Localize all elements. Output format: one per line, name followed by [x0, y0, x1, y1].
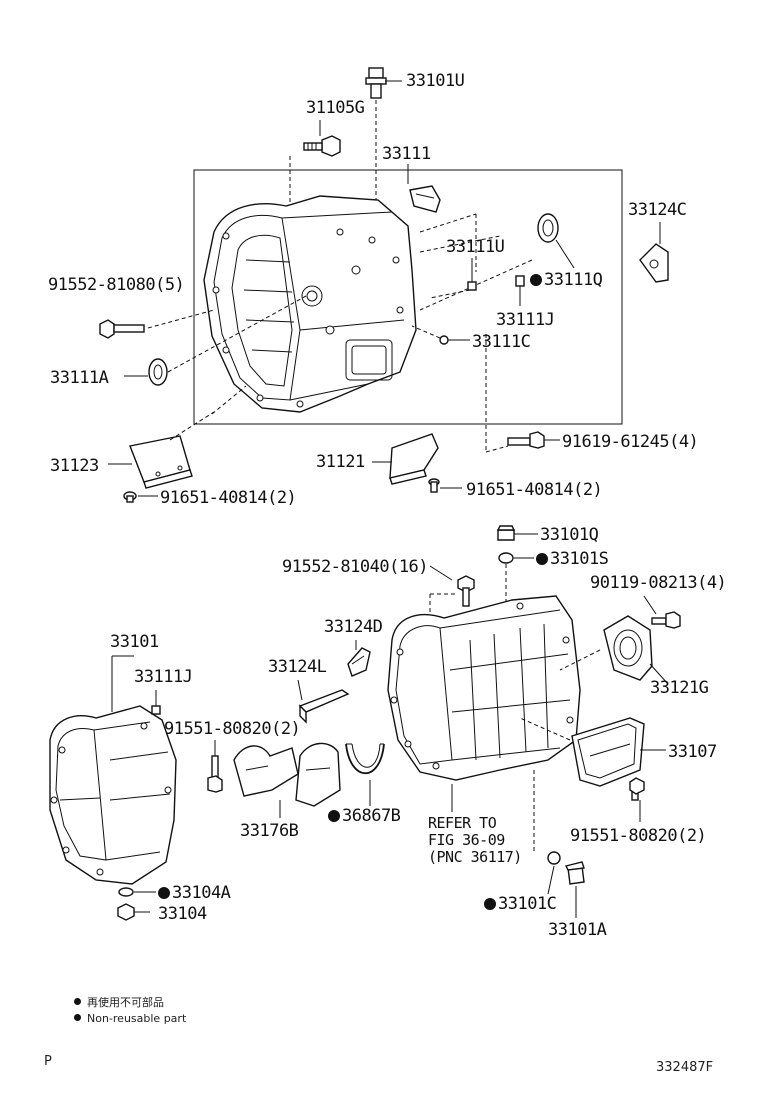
- label-36867b: 36867B: [328, 806, 401, 826]
- ball-33111c-part: [439, 335, 449, 345]
- legend-text-japanese: 再使用不可部品: [87, 996, 164, 1009]
- label-33124l: 33124L: [268, 657, 327, 677]
- screw-91651-left-part: [123, 491, 137, 503]
- corner-letter: P: [44, 1054, 52, 1069]
- cover-33176b-part: [233, 742, 341, 807]
- cover-33107-part: [571, 717, 645, 787]
- oil-seal-part: [537, 213, 559, 243]
- label-91552-81040: 91552-81040(16): [282, 557, 429, 577]
- label-91651-right: 91651-40814(2): [466, 480, 603, 500]
- non-reusable-dot-icon: [158, 887, 170, 899]
- label-33101s: 33101S: [536, 549, 609, 569]
- retainer-33121g-part: [603, 615, 653, 681]
- pin-33111j-bottom-part: [151, 705, 161, 715]
- label-31105g: 31105G: [306, 98, 365, 118]
- bolt-31105g-part: [303, 135, 341, 157]
- legend-line-japanese: 再使用不可部品: [74, 994, 164, 1010]
- refer-note-line3: (PNC 36117): [428, 848, 522, 866]
- refer-note-line1: REFER TO: [428, 814, 497, 832]
- label-33111a: 33111A: [50, 368, 109, 388]
- gasket-33101s-part: [498, 552, 514, 564]
- label-91619-61245: 91619-61245(4): [562, 432, 699, 452]
- pin-33111j-top-part: [515, 275, 525, 287]
- label-33104a: 33104A: [158, 883, 231, 903]
- label-33104: 33104: [158, 904, 207, 924]
- bolt-90119-part: [651, 611, 681, 629]
- label-91651-left: 91651-40814(2): [160, 488, 297, 508]
- bolt-91551-left-part: [207, 755, 223, 793]
- label-33111j-top: 33111J: [496, 310, 555, 330]
- bolt-91552-81040-part: [457, 575, 475, 607]
- label-33101a: 33101A: [548, 920, 607, 940]
- refer-note-line2: FIG 36-09: [428, 831, 505, 849]
- label-33101q: 33101Q: [540, 525, 599, 545]
- housing-bracket-part: [409, 185, 441, 213]
- label-33111u: 33111U: [446, 237, 505, 257]
- label-36867b-text: 36867B: [342, 806, 401, 826]
- non-reusable-dot-icon: [484, 898, 496, 910]
- diagram-id: 332487F: [656, 1060, 714, 1075]
- label-33111c: 33111C: [472, 332, 531, 352]
- cover-31121-part: [389, 433, 439, 485]
- legend-dot-icon: [74, 998, 81, 1005]
- plug-33104-part: [117, 903, 135, 921]
- label-31123: 31123: [50, 456, 99, 476]
- label-33104a-text: 33104A: [172, 883, 231, 903]
- transmission-case-part: [387, 595, 581, 781]
- label-33111q: 33111Q: [530, 270, 603, 290]
- non-reusable-dot-icon: [536, 553, 548, 565]
- bolt-91551-right-part: [629, 777, 645, 801]
- label-33101u: 33101U: [406, 71, 465, 91]
- label-91551-80820-left: 91551-80820(2): [164, 719, 301, 739]
- label-90119-08213: 90119-08213(4): [590, 573, 727, 593]
- label-33176b: 33176B: [240, 821, 299, 841]
- label-33124d: 33124D: [324, 617, 383, 637]
- plug-33101a-part: [564, 861, 585, 885]
- label-33111q-text: 33111Q: [544, 270, 603, 290]
- label-91552-81080: 91552-81080(5): [48, 275, 185, 295]
- label-33121g: 33121G: [650, 678, 709, 698]
- plug-33101q-part: [496, 525, 516, 541]
- legend-line-english: Non-reusable part: [74, 1012, 186, 1025]
- gasket-33104a-part: [118, 887, 134, 897]
- label-33107: 33107: [668, 742, 717, 762]
- plate-33124c-part: [639, 243, 669, 283]
- label-91551-80820-right: 91551-80820(2): [570, 826, 707, 846]
- non-reusable-dot-icon: [530, 274, 542, 286]
- legend-dot-icon: [74, 1014, 81, 1021]
- bolt-91552-81080-part: [99, 319, 145, 339]
- label-33124c: 33124C: [628, 200, 687, 220]
- label-33101s-text: 33101S: [550, 549, 609, 569]
- plug-33111u-part: [467, 281, 477, 291]
- label-31121: 31121: [316, 452, 365, 472]
- gasket-33101c-part: [547, 851, 561, 865]
- seal-33111a-part: [148, 358, 168, 386]
- label-33111: 33111: [382, 144, 431, 164]
- label-33101c-text: 33101C: [498, 894, 557, 914]
- bolt-91619-part: [507, 431, 545, 449]
- breather-plug-part: [365, 67, 387, 99]
- cover-31123-part: [129, 435, 193, 489]
- bracket-33124d-part: [347, 647, 371, 677]
- ring-36867b-part: [345, 743, 385, 774]
- label-33111j-bottom: 33111J: [134, 667, 193, 687]
- label-33101: 33101: [110, 632, 159, 652]
- extension-housing-part: [49, 705, 177, 885]
- label-33101c: 33101C: [484, 894, 557, 914]
- clutch-housing-part: [203, 195, 417, 413]
- non-reusable-dot-icon: [328, 810, 340, 822]
- screw-91651-right-part: [428, 478, 440, 493]
- legend-text-english: Non-reusable part: [87, 1012, 187, 1025]
- rod-33124l-part: [298, 689, 350, 724]
